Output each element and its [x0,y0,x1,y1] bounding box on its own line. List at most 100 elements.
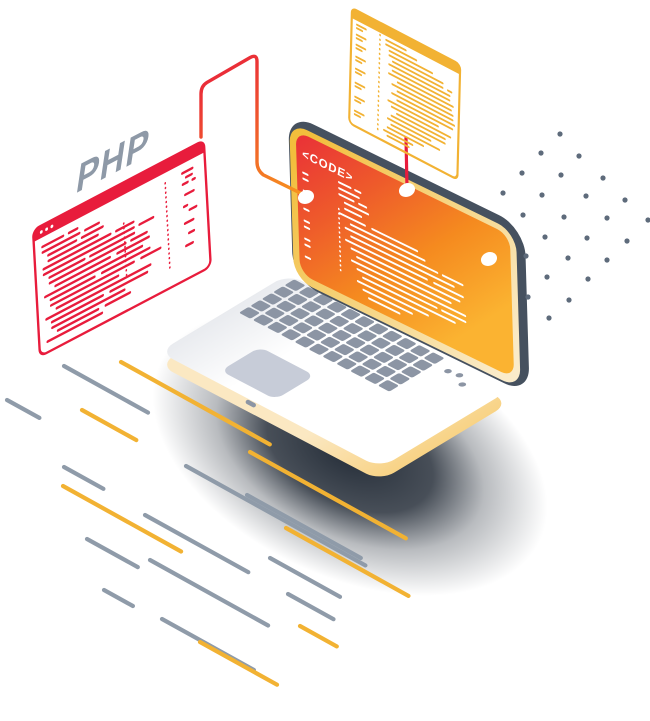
code-line [115,220,135,233]
laptop-screen: <CODE> [288,121,529,386]
pattern-dot [500,190,506,196]
code-line [304,255,312,260]
keyboard-key [301,301,322,313]
speed-line [4,397,42,420]
code-line [390,123,441,151]
keyboard-key [295,336,315,348]
code-line [353,109,365,117]
code-line [47,239,78,257]
code-line [84,221,100,232]
endpoint-dot [398,182,416,198]
code-line [42,232,112,271]
keyboard-key [327,301,347,313]
code-line [350,235,455,288]
keyboard-key [382,330,402,342]
speed-line [79,407,139,443]
pattern-dot [584,235,590,241]
laptop-base [167,278,502,477]
speed-line [147,557,271,628]
code-line [354,85,362,91]
code-line [355,33,367,41]
keyboard-key [390,373,410,385]
code-line [349,223,426,262]
pattern-dot [539,192,545,198]
php-indent-guides [122,182,171,277]
code-line [362,288,413,315]
code-line [446,89,453,94]
code-line [354,67,366,75]
code-line [355,27,364,33]
code-line [391,69,451,102]
code-line [433,281,464,299]
pattern-dot [624,238,630,244]
code-line [188,204,198,212]
keyboard-key [401,366,421,378]
code-line [354,189,362,194]
speed-line [60,483,184,554]
pattern-dot [576,153,582,159]
code-line [67,227,79,235]
pattern-dot [565,255,571,261]
php-code-panel: PHP [32,117,212,356]
code-line [355,37,363,43]
pattern-dot [645,217,650,223]
keyboard-key [318,322,338,334]
latch-slot [245,399,256,408]
code-line [188,228,196,235]
pattern-dot [566,297,572,303]
code-line [138,215,155,226]
endpoint-dot [297,189,315,205]
keyboard-key [376,366,396,377]
speed-line [101,587,135,609]
speed-line [61,363,151,415]
keyboard-key [343,323,363,335]
keyboard-key [385,345,405,356]
speed-line [142,512,251,575]
code-line [116,235,150,255]
code-line [338,193,355,203]
code-line [182,203,189,209]
code-line [49,260,135,307]
keyboard-key [364,372,385,384]
keyboard-key [341,309,361,320]
code-line [441,274,464,287]
indent-guide [164,182,171,270]
code-line [183,217,195,225]
keyboard-key [348,351,368,363]
pattern-dot [525,294,531,300]
speed-line [197,639,280,687]
speed-line [247,449,408,541]
code-line [354,95,365,103]
laptop-deck [167,278,502,464]
keyboard-key [253,314,274,326]
keyboard-key [267,321,287,333]
speed-line [267,555,343,599]
speed-line [183,463,368,568]
code-line [391,92,456,127]
code-line [354,71,362,77]
code-line [42,226,135,277]
pattern-dot [544,274,550,280]
keyboard-key [304,315,324,327]
keyboard-key [424,352,444,364]
code-line [391,83,454,117]
yellow-code-lines [353,23,456,151]
yellow-panel-border [348,8,462,180]
code-line [396,99,454,131]
keyboard-key [334,344,354,356]
indent-guide [122,222,128,277]
code-line [355,59,363,65]
screen-code-lines [302,171,467,324]
keyboard-key [351,365,371,377]
code-line [441,309,467,324]
keyboard-key [279,315,299,326]
keyboard-key [239,307,260,319]
speed-line [61,464,106,491]
code-line [344,226,439,274]
code-line [303,207,310,212]
pattern-dot [546,315,552,321]
window-control-dots [39,224,54,234]
code-line [368,297,401,315]
php-panel-titlebar [33,142,205,242]
status-led-dots [444,369,467,387]
